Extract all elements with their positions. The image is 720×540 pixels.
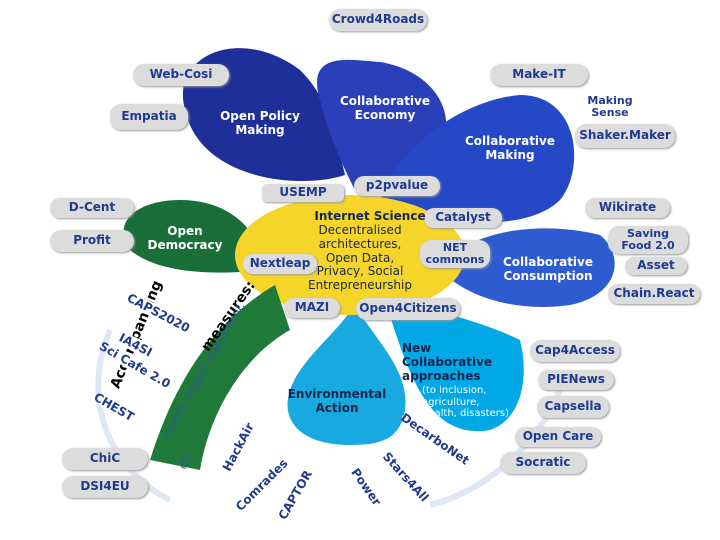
- petal-open-democracy: [123, 200, 265, 273]
- label-new-collaborative: New Collaborative approaches: [402, 341, 493, 383]
- label-open-policy-making: Open Policy Making: [220, 109, 300, 137]
- pill-net-commons: NET commons: [420, 240, 490, 268]
- label-collaborative-economy: Collaborative Economy: [339, 94, 431, 122]
- pill-dsi4eu: DSI4EU: [62, 476, 148, 498]
- pill-chain-react: Chain.React: [608, 284, 700, 304]
- pill-d-cent: D-Cent: [50, 198, 134, 218]
- pill-open4citizens: Open4Citizens: [356, 298, 460, 320]
- pill-asset: Asset: [625, 257, 687, 275]
- petal-environmental: [287, 305, 406, 445]
- pill-usemp: USEMP: [262, 184, 344, 202]
- pill-web-cosi: Web-Cosi: [133, 64, 229, 86]
- label-open-democracy: Open Democracy: [147, 224, 223, 252]
- accompanying-arc: [150, 285, 290, 470]
- label-collaborative-consumption: Collaborative Consumption: [502, 255, 594, 283]
- pill-empatia: Empatia: [110, 104, 188, 130]
- pill-capsella: Capsella: [537, 396, 609, 418]
- pill-cap4access: Cap4Access: [530, 340, 620, 362]
- pill-nextleap: Nextleap: [243, 254, 317, 274]
- pill-profit: Profit: [50, 230, 134, 252]
- pill-pienews: PIENews: [538, 370, 614, 390]
- pill-open-care: Open Care: [515, 427, 601, 447]
- pill-shaker-maker: Shaker.Maker: [575, 124, 675, 148]
- label-making-sense: Making Sense: [587, 93, 633, 119]
- pill-p2pvalue: p2pvalue: [354, 176, 440, 196]
- label-decentralised: Decentralised architectures, Open Data, …: [308, 223, 412, 293]
- pill-make-it: Make-IT: [490, 64, 588, 86]
- pill-catalyst: Catalyst: [424, 208, 502, 228]
- pill-socratic: Socratic: [500, 452, 586, 474]
- label-new-collab-sub: (to inclusion, agriculture, health, disa…: [422, 385, 509, 419]
- label-internet-science: Internet Science: [314, 209, 426, 223]
- pill-saving-food: Saving Food 2.0: [608, 226, 688, 254]
- core-internet-science: [235, 195, 465, 315]
- label-collaborative-making: Collaborative Making: [464, 134, 556, 162]
- pill-chic: ChiC: [62, 448, 148, 470]
- pill-wikirate: Wikirate: [585, 198, 670, 218]
- petal-new-collab: [385, 300, 524, 432]
- pill-mazi: MAZI: [284, 298, 340, 318]
- pill-crowd4roads: Crowd4Roads: [329, 9, 427, 31]
- label-environmental-action: Environmental Action: [287, 387, 387, 415]
